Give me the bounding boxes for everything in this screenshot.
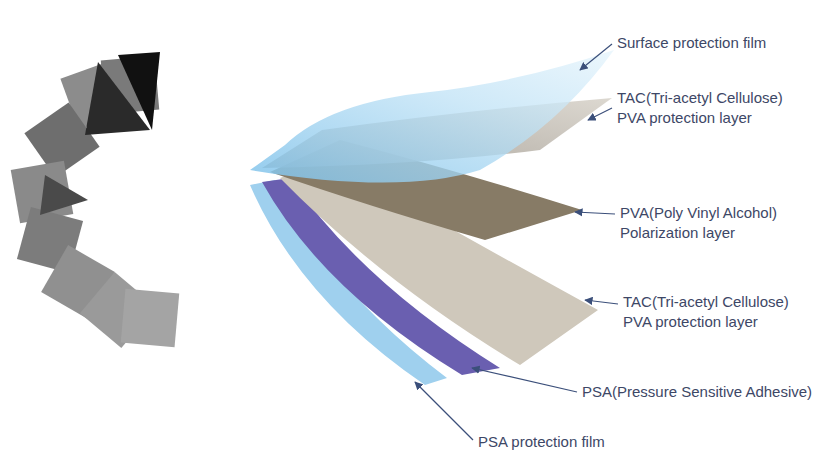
part-label: PVA(Poly Vinyl Alcohol) Polarization lay… xyxy=(620,203,805,243)
part-label: TAC(Tri-acetyl Cellulose) PVA protection… xyxy=(623,292,808,332)
part-label: PSA(Pressure Sensitive Adhesive) xyxy=(582,382,812,402)
part-label: PSA protection film xyxy=(478,432,605,452)
leader-lines xyxy=(415,44,618,440)
part-label: TAC(Tri-acetyl Cellulose) PVA protection… xyxy=(617,88,802,128)
layer-stack xyxy=(250,50,614,385)
part-label: Surface protection film xyxy=(617,33,766,53)
bending-squares xyxy=(11,52,180,348)
